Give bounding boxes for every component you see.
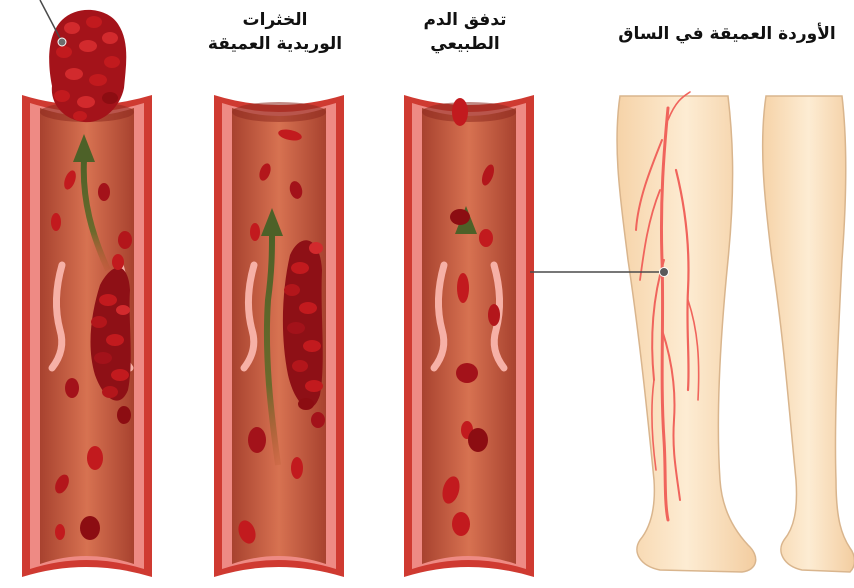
vessel-dvt — [214, 95, 344, 577]
leg-left — [617, 96, 756, 572]
vessel-embolus — [22, 95, 152, 577]
clot-fragment-icon — [49, 10, 126, 122]
leg-right — [763, 96, 854, 572]
